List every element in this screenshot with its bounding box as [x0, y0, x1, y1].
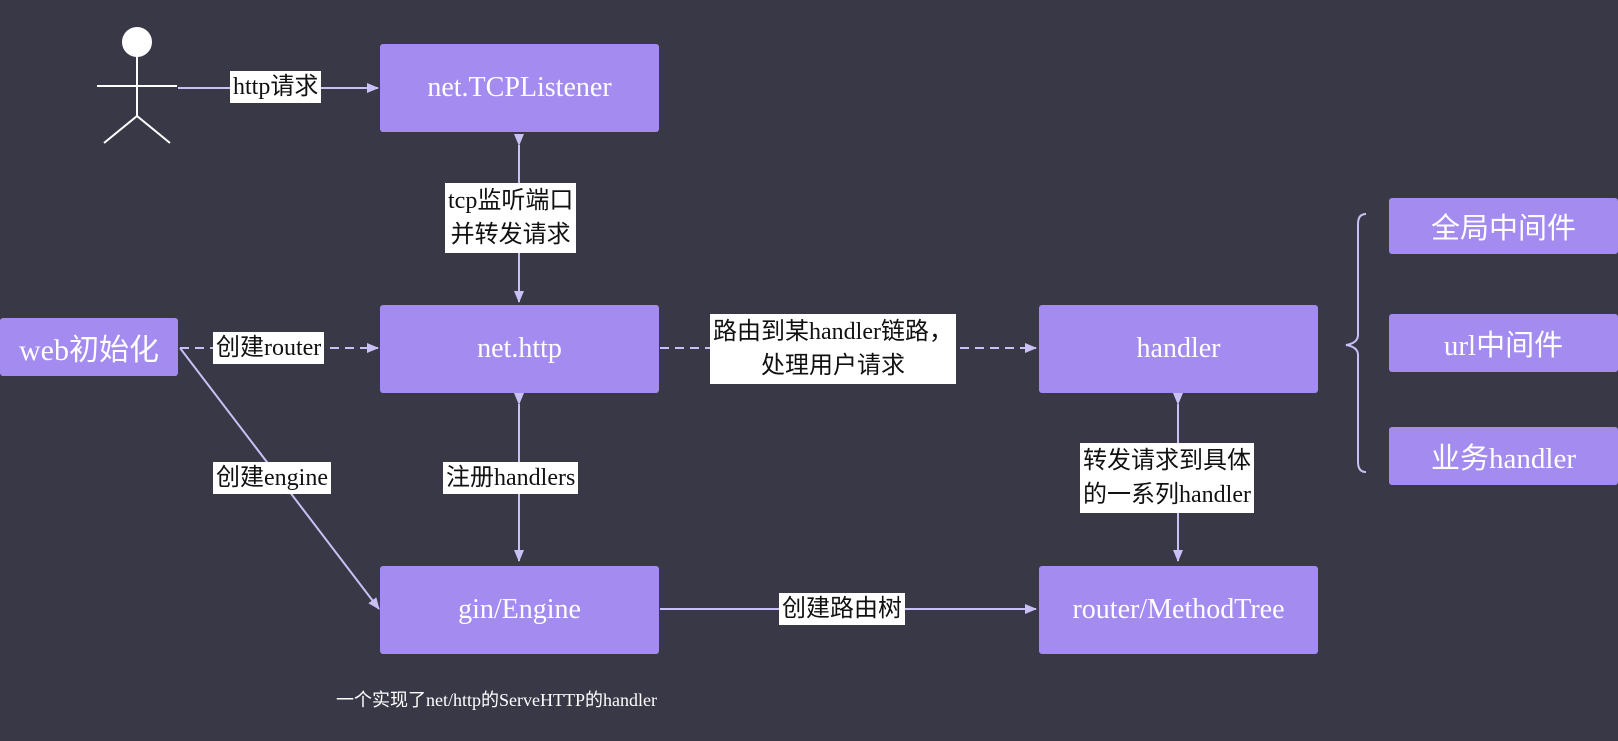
edge-label-line: 转发请求到具体 — [1083, 448, 1251, 474]
node-gin-engine: gin/Engine — [380, 566, 659, 654]
node-global-middleware: 全局中间件 — [1389, 198, 1618, 254]
edge-label-forward: 转发请求到具体 的一系列handler — [1080, 443, 1254, 513]
node-label: gin/Engine — [458, 594, 581, 625]
edge-label-line: 处理用户请求 — [760, 353, 905, 379]
edge-label-line: 的一系列handler — [1083, 482, 1251, 508]
edge-label-http-request: http请求 — [230, 71, 322, 103]
node-handler: handler — [1039, 305, 1318, 393]
node-label: web初始化 — [19, 334, 159, 367]
edge-label-line: 路由到某handler链路， — [713, 319, 953, 345]
engine-caption: 一个实现了net/http的ServeHTTP的handler — [336, 690, 657, 710]
edge-label-create-route-tree: 创建路由树 — [779, 593, 905, 625]
node-router-methodtree: router/MethodTree — [1039, 566, 1318, 654]
edge-label-tcp-listen: tcp监听端口 并转发请求 — [445, 183, 577, 253]
edge-label-line: tcp监听端口 — [448, 188, 574, 214]
edge-label-register-handlers: 注册handlers — [443, 462, 579, 494]
node-business-handler: 业务handler — [1389, 427, 1618, 485]
node-url-middleware: url中间件 — [1389, 314, 1618, 372]
edge-label-route: 路由到某handler链路， 处理用户请求 — [710, 314, 956, 384]
edge-label-line: 并转发请求 — [450, 222, 571, 248]
node-net-tcplistener: net.TCPListener — [380, 44, 659, 132]
node-label: 业务handler — [1431, 443, 1576, 475]
node-net-http: net.http — [380, 305, 659, 393]
node-label: net.http — [477, 333, 562, 364]
edge-label-create-engine: 创建engine — [213, 462, 331, 494]
node-label: router/MethodTree — [1072, 594, 1285, 625]
node-label: 全局中间件 — [1430, 213, 1576, 245]
node-label: net.TCPListener — [427, 72, 612, 103]
middleware-brace — [1345, 213, 1367, 473]
node-web-init: web初始化 — [0, 318, 178, 376]
user-actor-icon — [97, 27, 177, 144]
edge-label-create-router: 创建router — [213, 332, 325, 364]
node-label: url中间件 — [1443, 330, 1564, 362]
node-label: handler — [1136, 333, 1221, 364]
